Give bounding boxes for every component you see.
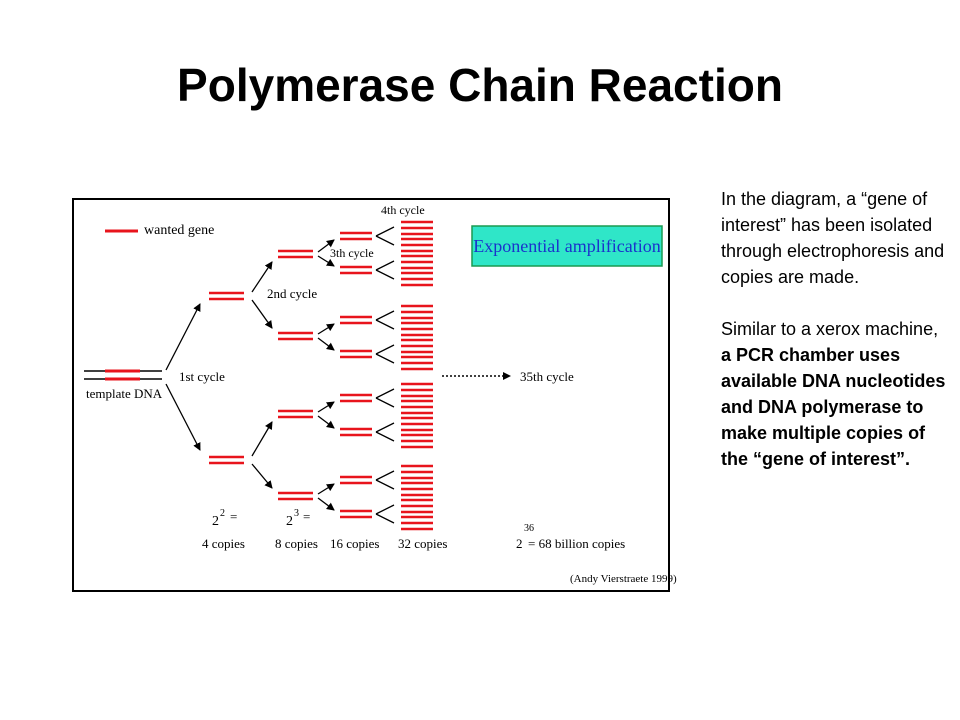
branch-arrow: [165, 303, 201, 371]
cycle-3-label: 3th cycle: [330, 246, 374, 260]
legend: wanted gene: [105, 223, 214, 238]
amplification-tree: [165, 220, 433, 531]
branch-line: [375, 504, 395, 515]
cycle-35-label: 35th cycle: [520, 369, 574, 384]
paragraph-xerox: Similar to a xerox machine, a PCR chambe…: [721, 316, 946, 472]
count-16-label: 16 copies: [330, 536, 379, 551]
count-4-exponent: 2: [220, 508, 225, 519]
count-4-equals: =: [230, 509, 237, 524]
branch-line: [375, 353, 395, 364]
branch-arrow: [317, 255, 335, 267]
branch-line: [375, 479, 395, 490]
banner-label: Exponential amplification: [473, 236, 660, 256]
count-4-base: 2: [212, 514, 219, 529]
branch-arrow: [317, 415, 335, 429]
branch-arrow: [317, 323, 335, 335]
branch-line: [375, 319, 395, 330]
copy-count-8: 2 3 = 8 copies: [275, 508, 318, 551]
exponential-amplification-banner: Exponential amplification: [471, 225, 663, 267]
count-big-base: 2: [516, 536, 523, 551]
cycle-1-label: 1st cycle: [179, 369, 225, 384]
branch-line: [375, 235, 395, 246]
branch-line: [375, 513, 395, 524]
branch-arrow: [317, 337, 335, 351]
cycle-4-label: 4th cycle: [381, 203, 425, 217]
count-4-label: 4 copies: [202, 536, 245, 551]
branch-arrow: [317, 239, 335, 253]
cycle-2-label: 2nd cycle: [267, 286, 317, 301]
copy-count-35th: 2 36 = 68 billion copies: [516, 523, 625, 551]
branch-arrow: [317, 401, 335, 413]
count-8-exponent: 3: [294, 508, 299, 519]
branch-arrow: [317, 483, 335, 495]
explanation-text: In the diagram, a “gene of interest” has…: [721, 186, 946, 472]
branch-line: [375, 431, 395, 442]
branch-line: [375, 388, 395, 399]
branch-arrow: [165, 383, 201, 451]
branch-line: [375, 226, 395, 237]
branch-arrow: [317, 497, 335, 511]
branch-arrow: [251, 299, 273, 329]
count-8-base: 2: [286, 514, 293, 529]
branch-line: [375, 269, 395, 280]
count-big-exponent: 36: [524, 523, 534, 534]
branch-line: [375, 260, 395, 271]
paragraph-xerox-bold: a PCR chamber uses available DNA nucleot…: [721, 345, 946, 469]
count-8-equals: =: [303, 509, 310, 524]
count-big-rest: = 68 billion copies: [528, 536, 625, 551]
cycle-35-arrow: 35th cycle: [442, 369, 574, 384]
template-dna: template DNA: [84, 369, 163, 401]
legend-label: wanted gene: [144, 223, 214, 238]
branch-arrow: [251, 463, 273, 489]
branch-line: [375, 310, 395, 321]
branch-line: [375, 422, 395, 433]
branch-line: [375, 397, 395, 408]
slide-title: Polymerase Chain Reaction: [177, 59, 783, 111]
branch-line: [375, 344, 395, 355]
copy-count-4: 2 2 = 4 copies: [202, 508, 245, 551]
template-dna-label: template DNA: [86, 386, 163, 401]
branch-line: [375, 470, 395, 481]
count-32-label: 32 copies: [398, 536, 447, 551]
pcr-diagram: wanted gene Exponential amplification te…: [72, 198, 677, 592]
credit: (Andy Vierstraete 1999): [570, 573, 677, 585]
count-8-label: 8 copies: [275, 536, 318, 551]
paragraph-xerox-lead: Similar to a xerox machine,: [721, 319, 939, 339]
branch-arrow: [251, 421, 273, 457]
paragraph-intro: In the diagram, a “gene of interest” has…: [721, 189, 945, 287]
branch-arrow: [251, 261, 273, 293]
